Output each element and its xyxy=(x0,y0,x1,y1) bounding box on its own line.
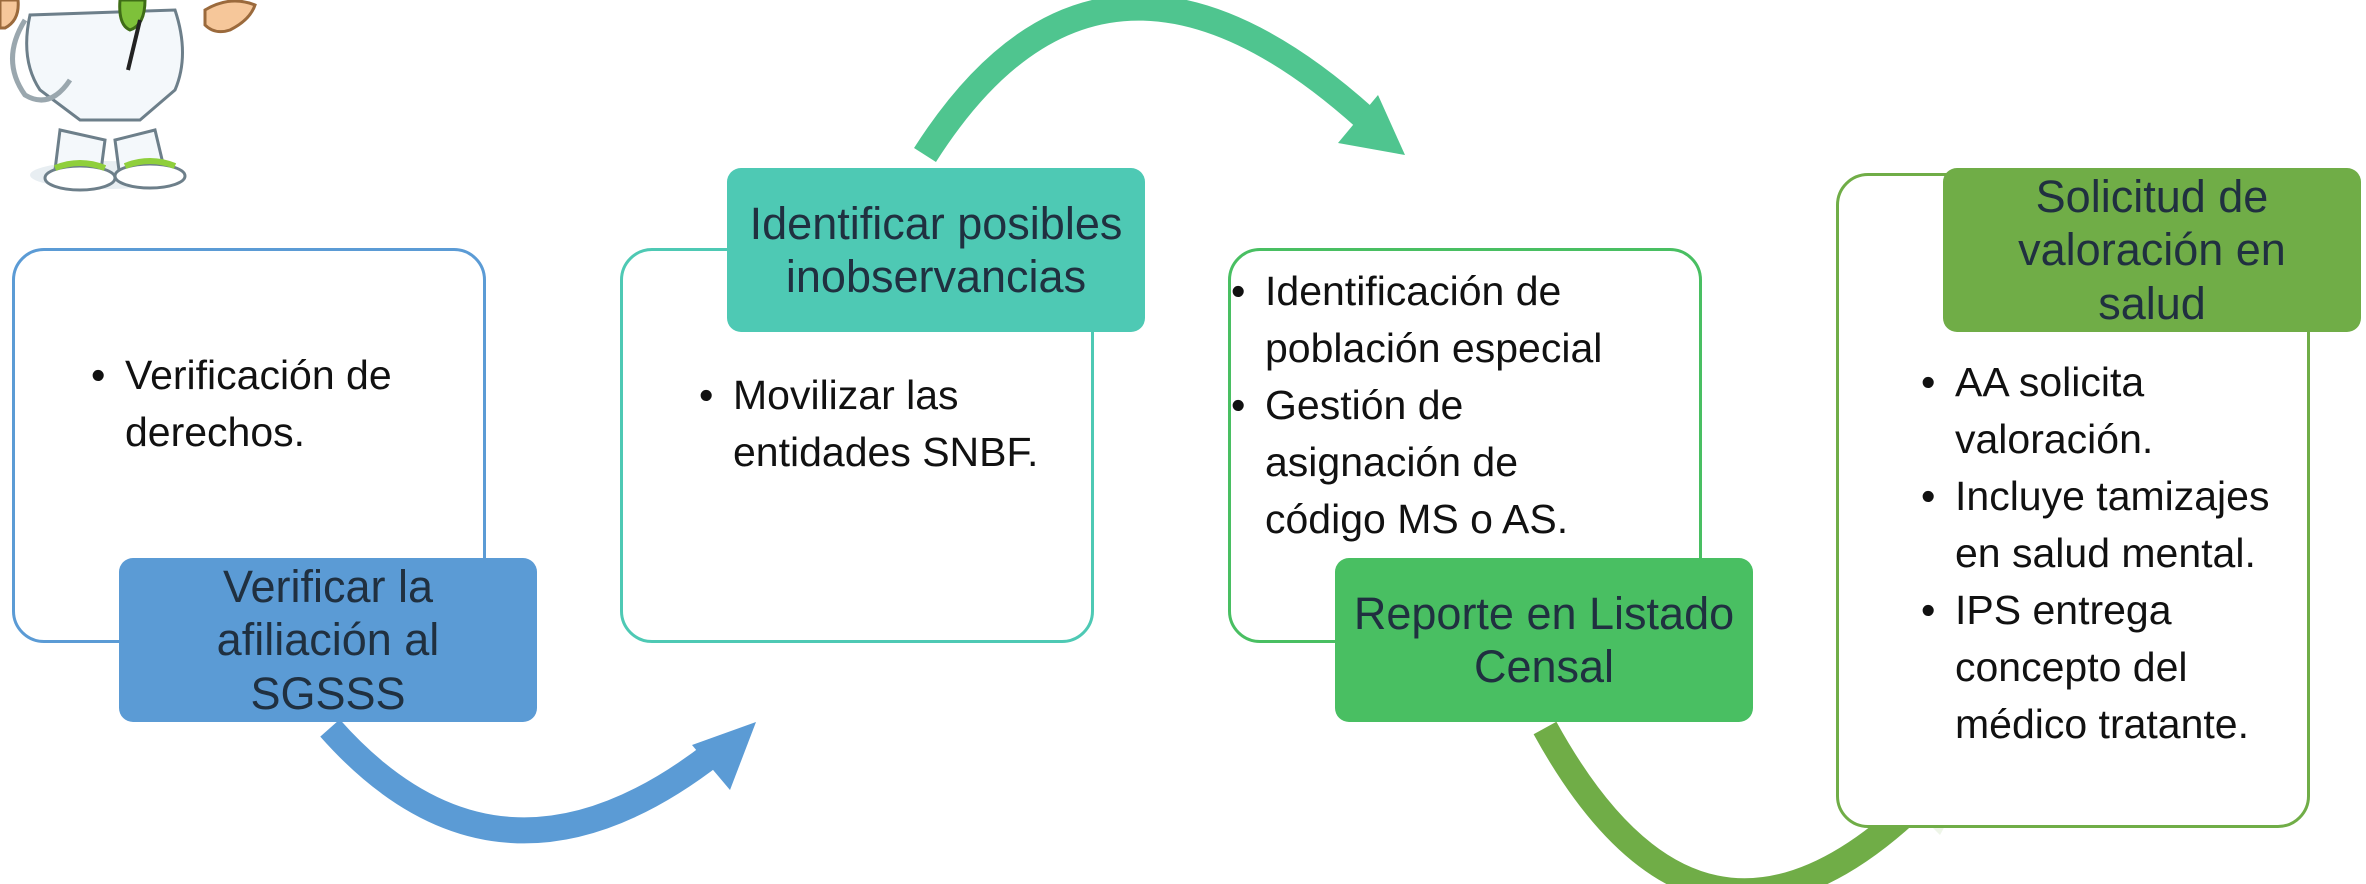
step-4-bullet-1: AA solicita valoración. xyxy=(1921,354,2325,468)
step-2-bullet-1: Movilizar las entidades SNBF. xyxy=(699,367,1113,481)
step-4-title-text: Solicitud de valoración en salud xyxy=(2018,171,2286,329)
doctor-mascot-icon xyxy=(0,0,257,192)
step-1-bullet-1: Verificación de derechos. xyxy=(91,347,505,461)
step-3-bullets: Identificación de población especial Ges… xyxy=(1227,263,1627,548)
step-3-title-text: Reporte en Listado Censal xyxy=(1353,587,1735,692)
step-2-title: Identificar posibles inobservancias xyxy=(727,168,1145,332)
arrow-1-to-2 xyxy=(320,719,723,844)
arrow-2-to-3 xyxy=(914,0,1374,162)
step-2-bullets: Movilizar las entidades SNBF. xyxy=(695,367,1113,481)
step-3-bullet-2: Gestión de asignación de código MS o AS. xyxy=(1231,377,1627,548)
step-4-title: Solicitud de valoración en salud xyxy=(1943,168,2361,332)
arrow-2-head xyxy=(1338,95,1405,155)
step-4-bullet-2: Incluye tamizajes en salud mental. xyxy=(1921,468,2325,582)
step-4-bullets: AA solicita valoración. Incluye tamizaje… xyxy=(1917,354,2325,753)
step-2-title-text: Identificar posibles inobservancias xyxy=(749,197,1123,302)
step-3-title: Reporte en Listado Censal xyxy=(1335,558,1753,722)
step-1-title-text: Verificar la afiliación al SGSSS xyxy=(216,561,440,719)
step-1-title: Verificar la afiliación al SGSSS xyxy=(119,558,537,722)
step-3-bullet-1: Identificación de población especial xyxy=(1231,263,1627,377)
step-1-bullets: Verificación de derechos. xyxy=(87,347,505,461)
arrow-1-head xyxy=(692,722,756,790)
step-4-bullet-3: IPS entrega concepto del médico tratante… xyxy=(1921,582,2325,753)
